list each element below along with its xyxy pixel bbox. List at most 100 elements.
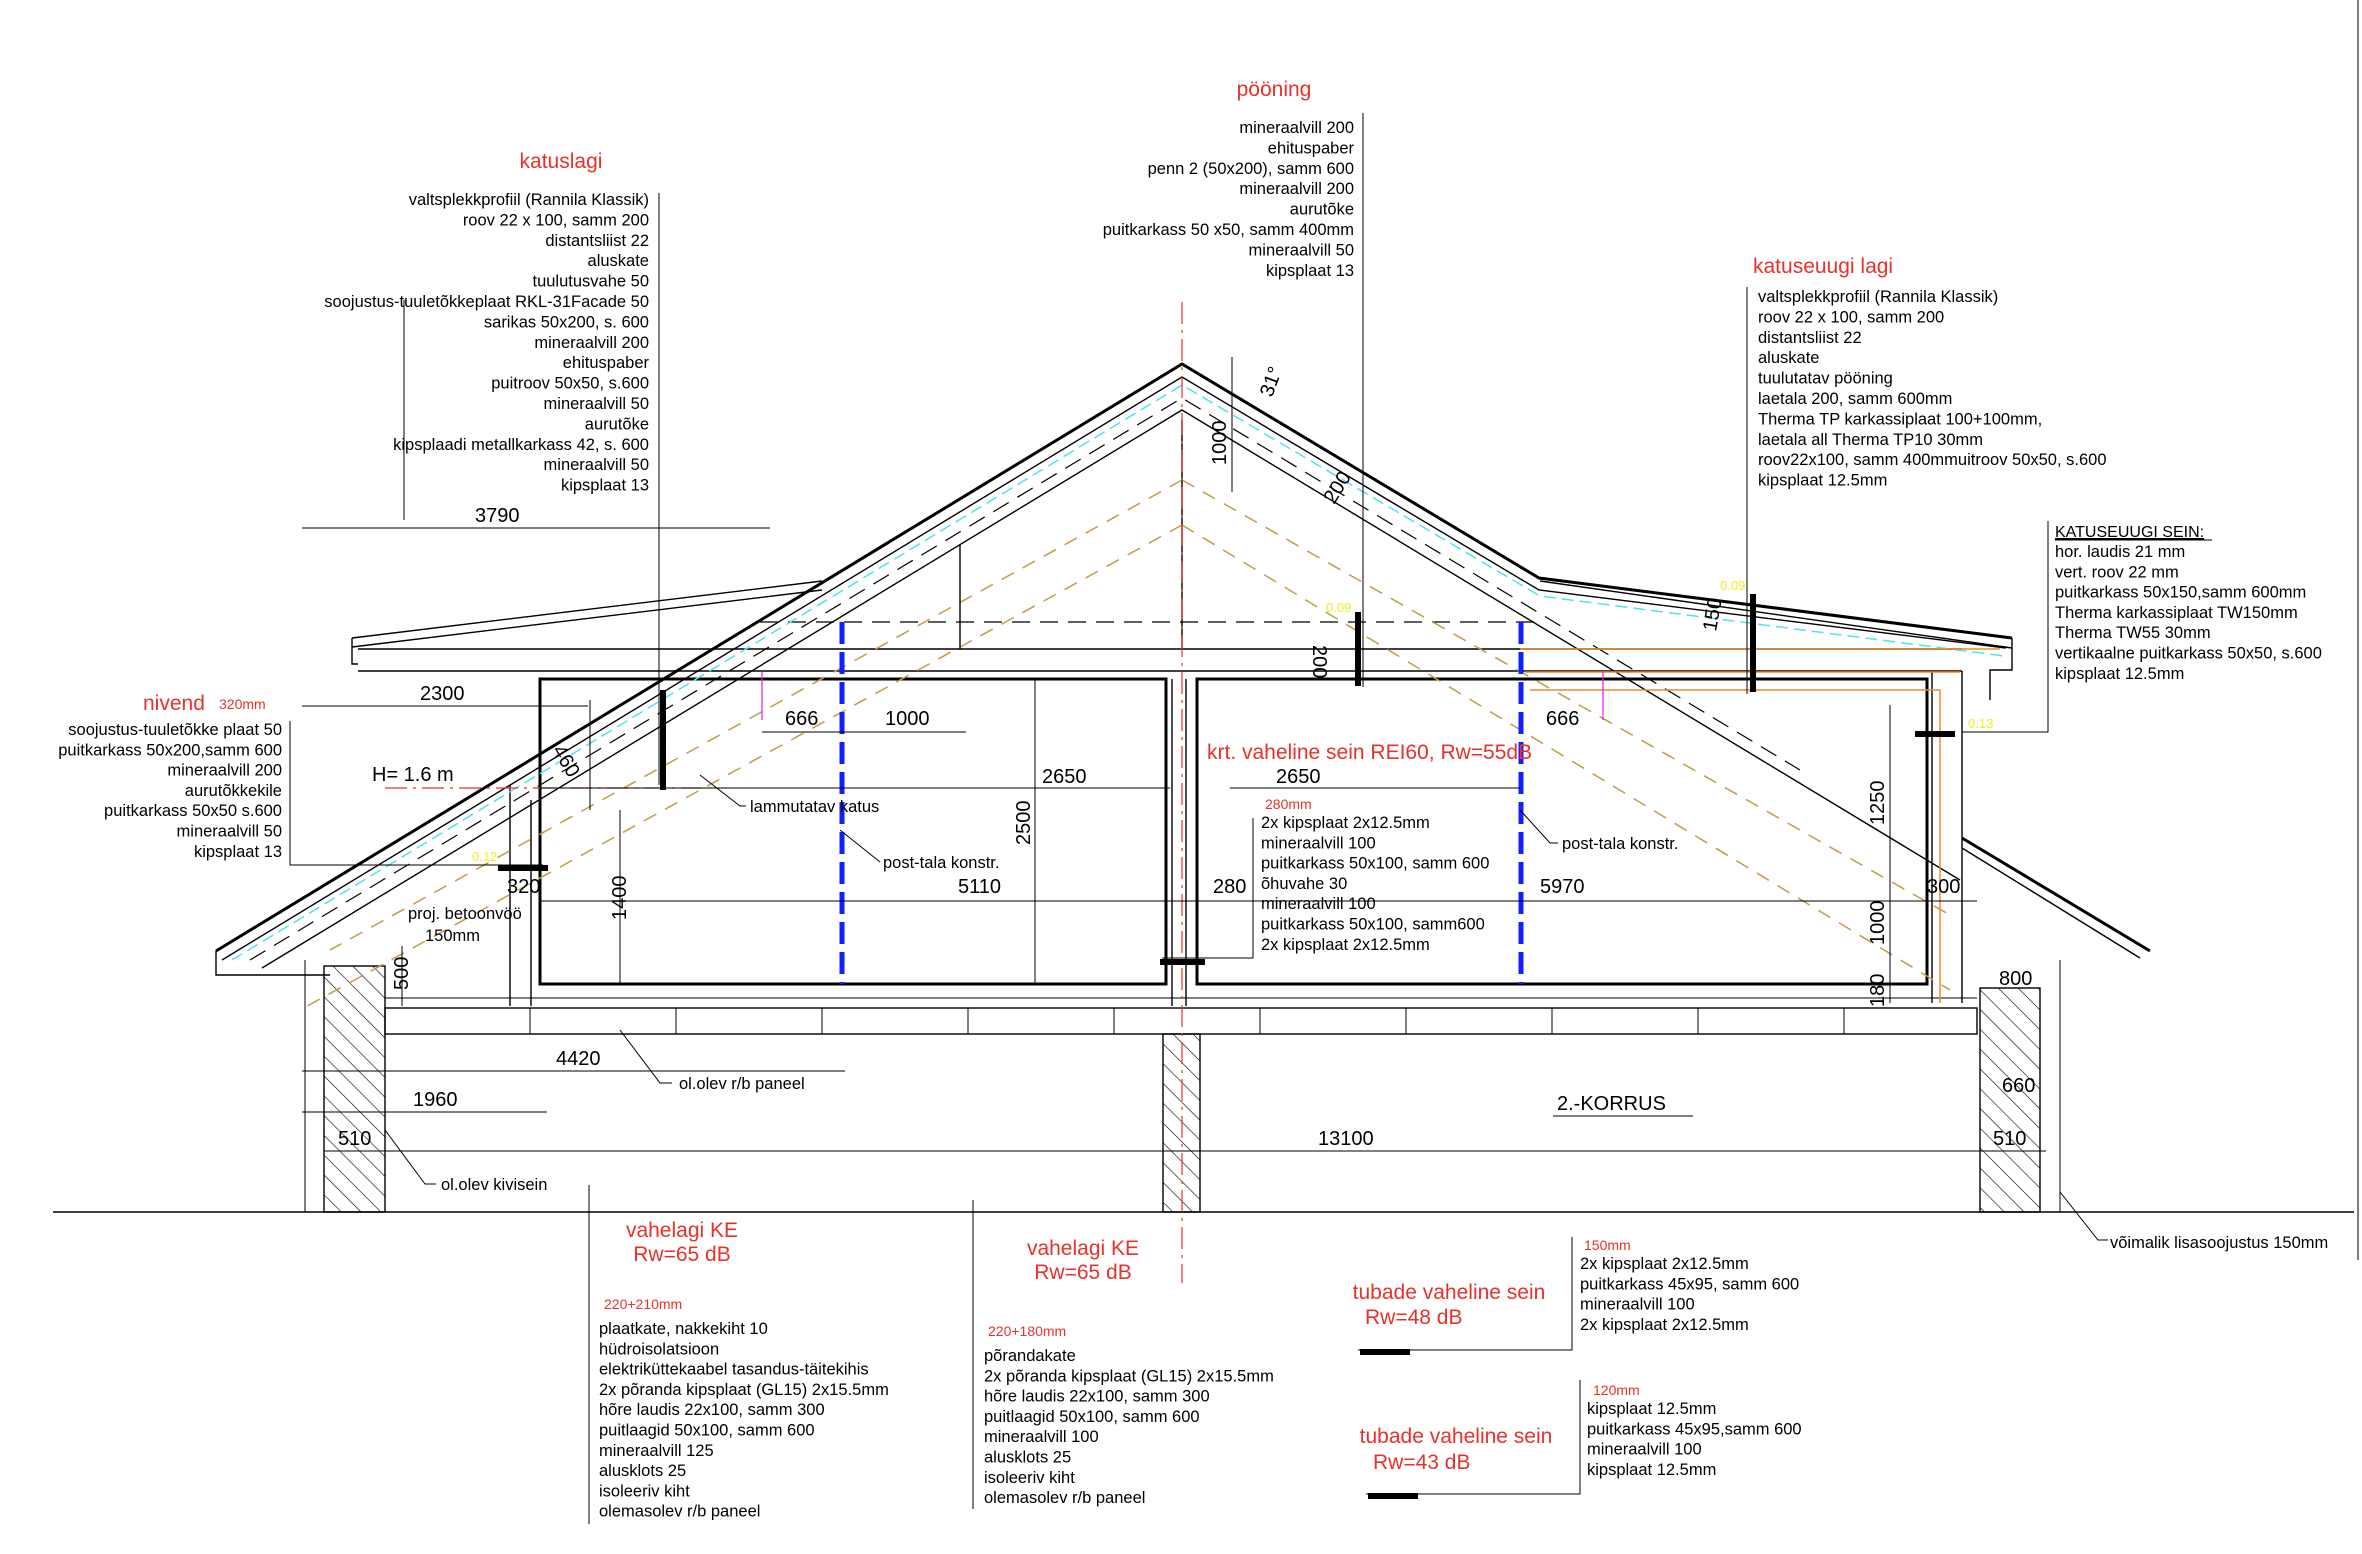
slope-label: 0.09 — [1720, 578, 1745, 593]
katuseuugi-sein-title: KATUSEUUGI SEIN: — [2055, 524, 2204, 541]
tubade48-rating: Rw=48 dB — [1365, 1306, 1462, 1329]
katuseuugi-lagi-material-item: Therma TP karkassiplaat 100+100mm, — [1758, 410, 2042, 428]
ceiling-lines — [358, 648, 1962, 672]
katuslagi-material-item: aurutõke — [585, 415, 649, 433]
katuseuugi-lagi-material-item: roov 22 x 100, samm 200 — [1758, 308, 1944, 326]
masonry-walls — [304, 960, 2061, 1213]
tubade48-material-item: mineraalvill 100 — [1580, 1296, 1695, 1314]
krt-sein-thickness: 280mm — [1265, 796, 1312, 812]
tubade43-material-item: mineraalvill 100 — [1587, 1441, 1702, 1459]
vahelagi1-material-item: olemasolev r/b paneel — [599, 1503, 760, 1521]
roof — [215, 362, 2151, 1011]
dim-510-left: 510 — [338, 1128, 371, 1150]
tubade43-rating: Rw=43 dB — [1373, 1451, 1470, 1474]
dim-1960: 1960 — [413, 1089, 458, 1111]
katuslagi-material-item: mineraalvill 50 — [544, 456, 649, 474]
krt-sein-material-item: puitkarkass 50x100, samm600 — [1261, 916, 1485, 934]
left-wall — [323, 965, 386, 1213]
vahelagi1-material-item: mineraalvill 125 — [599, 1442, 714, 1460]
kivisein-label: ol.olev kivisein — [441, 1176, 547, 1194]
dimension-lines — [302, 113, 2046, 1152]
dim-320: 320 — [507, 876, 540, 898]
paneel-label: ol.olev r/b paneel — [679, 1075, 805, 1093]
dim-1000-left: 1000 — [885, 708, 930, 730]
left-room — [538, 677, 1168, 986]
tubade43-material-item: kipsplaat 12.5mm — [1587, 1400, 1716, 1418]
post-tala-right-label: post-tala konstr. — [1562, 835, 1678, 853]
katuslagi-material-item: kipsplaat 13 — [561, 477, 649, 495]
tubade43-material-item: puitkarkass 45x95,samm 600 — [1587, 1420, 1802, 1438]
dim-2650-right: 2650 — [1276, 766, 1321, 788]
nivend-material-item: mineraalvill 50 — [177, 823, 282, 841]
vahelagi1-material-item: hüdroisolatsioon — [599, 1340, 719, 1358]
nivend-title: nivend — [143, 692, 205, 715]
nivend-material-item: aurutõkkekile — [185, 782, 282, 800]
vahelagi2-material-item: mineraalvill 100 — [984, 1428, 1099, 1446]
krt-sein-material-item: õhuvahe 30 — [1261, 875, 1347, 893]
katuslagi-material-item: tuulutusvahe 50 — [532, 273, 649, 291]
vahelagi2-thickness: 220+180mm — [988, 1323, 1066, 1339]
dim-2650-left: 2650 — [1042, 766, 1087, 788]
pooning-title: pööning — [1237, 78, 1312, 101]
vahelagi1-material-item: elektriküttekaabel tasandus-täitekihis — [599, 1361, 869, 1379]
tubade48-material-item: 2x kipsplaat 2x12.5mm — [1580, 1316, 1749, 1334]
katuseuugi-sein-material-item: Therma karkassiplaat TW150mm — [2055, 604, 2298, 622]
dim-800: 800 — [1999, 968, 2032, 990]
katuseuugi-lagi-material-item: laetala all Therma TP10 30mm — [1758, 431, 1983, 449]
tubade48-title: tubade vaheline sein — [1353, 1281, 1546, 1304]
tubade48-thickness: 150mm — [1584, 1237, 1631, 1253]
vahelagi1-material-item: alusklots 25 — [599, 1462, 686, 1480]
post-tala-left-label: post-tala konstr. — [883, 854, 999, 872]
katuseuugi-sein-material-item: Therma TW55 30mm — [2055, 624, 2211, 642]
dim-2500: 2500 — [1013, 801, 1035, 846]
vahelagi2-material-item: põrandakate — [984, 1347, 1076, 1365]
pooning-material-item: mineraalvill 50 — [1249, 241, 1354, 259]
vahelagi2-material-item: olemasolev r/b paneel — [984, 1489, 1145, 1507]
dim-1000-right: 1000 — [1867, 901, 1889, 946]
vahelagi1-material-item: puitlaagid 50x100, samm 600 — [599, 1422, 815, 1440]
krt-sein-material-item: 2x kipsplaat 2x12.5mm — [1261, 814, 1430, 832]
slope-label: 0.09 — [1326, 600, 1351, 615]
katuslagi-material-item: aluskate — [588, 252, 649, 270]
krt-sein-material-item: mineraalvill 100 — [1261, 895, 1376, 913]
vahelagi2-material-item: alusklots 25 — [984, 1449, 1071, 1467]
katuslagi-material-item: distantsliist 22 — [545, 232, 649, 250]
pooning-material-item: kipsplaat 13 — [1266, 262, 1354, 280]
vahelagi2-title: vahelagi KE — [1027, 1237, 1139, 1260]
nivend-material-item: soojustus-tuuletõkke plaat 50 — [68, 721, 282, 739]
katuseuugi-sein-material-item: vert. roov 22 mm — [2055, 563, 2179, 581]
dim-180: 180 — [1867, 974, 1889, 1007]
dim-4420: 4420 — [556, 1048, 601, 1070]
h-line-label: H= 1.6 m — [372, 764, 454, 786]
dim-2300: 2300 — [420, 683, 465, 705]
katuslagi-title: katuslagi — [520, 150, 603, 173]
katuseuugi-lagi-material-item: valtsplekkprofiil (Rannila Klassik) — [1758, 288, 1998, 306]
right-room — [1195, 677, 1929, 986]
katuslagi-material-item: puitroov 50x50, s.600 — [491, 375, 649, 393]
tubade43-thickness: 120mm — [1593, 1382, 1640, 1398]
dim-510-right: 510 — [1993, 1128, 2026, 1150]
dim-200-rafter: 200 — [1320, 468, 1356, 508]
dim-500: 500 — [391, 957, 413, 990]
floor-slab — [384, 997, 1978, 1035]
nivend-material-item: puitkarkass 50x200,samm 600 — [58, 741, 282, 759]
pooning-material-item: penn 2 (50x200), samm 600 — [1148, 160, 1354, 178]
right-wall — [1979, 987, 2041, 1213]
vahelagi1-rating: Rw=65 dB — [633, 1243, 730, 1266]
dim-1400: 1400 — [609, 876, 631, 921]
slope-label: 0.12 — [472, 849, 497, 864]
pooning-material-item: mineraalvill 200 — [1239, 180, 1354, 198]
dim-5970: 5970 — [1540, 876, 1585, 898]
vahelagi2-material-item: puitlaagid 50x100, samm 600 — [984, 1408, 1200, 1426]
tubade48-material-item: puitkarkass 45x95, samm 600 — [1580, 1275, 1799, 1293]
vahelagi1-material-item: 2x põranda kipsplaat (GL15) 2x15.5mm — [599, 1381, 889, 1399]
katuslagi-material-item: roov 22 x 100, samm 200 — [463, 211, 649, 229]
dim-660: 660 — [2002, 1075, 2035, 1097]
floor-label: 2.-KORRUS — [1557, 1093, 1666, 1115]
tubade48-material-item: 2x kipsplaat 2x12.5mm — [1580, 1255, 1749, 1273]
krt-sein-title: krt. vaheline sein REI60, Rw=55dB — [1207, 741, 1532, 764]
vahelagi2-rating: Rw=65 dB — [1034, 1261, 1131, 1284]
krt-sein-material-item: mineraalvill 100 — [1261, 834, 1376, 852]
vahelagi1-material-item: plaatkate, nakkekiht 10 — [599, 1320, 768, 1338]
